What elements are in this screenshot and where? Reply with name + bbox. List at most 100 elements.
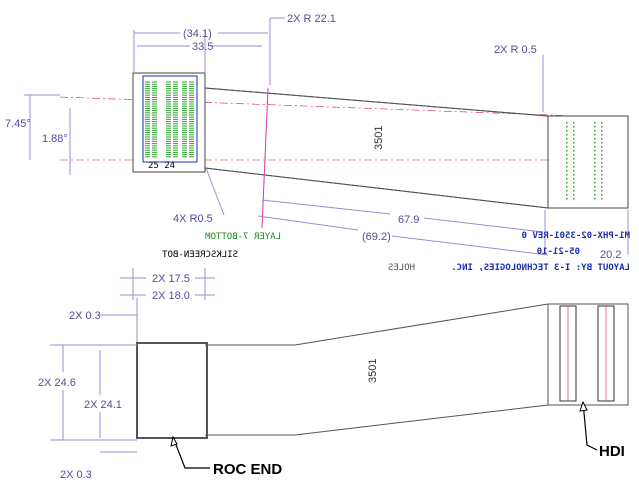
hdi-pad	[601, 186, 603, 188]
dim-r22-1: 2X R 22.1	[261, 13, 336, 229]
hdi-pad	[594, 158, 596, 160]
dim-24-1-label: 2X 24.1	[84, 399, 122, 411]
hdi-pad	[594, 162, 596, 164]
hdi-pad	[573, 138, 575, 140]
hdi-pad	[594, 186, 596, 188]
hdi-pad	[601, 182, 603, 184]
hdi-pad	[601, 194, 603, 196]
hdi-pad	[573, 142, 575, 144]
hdi-pad	[601, 162, 603, 164]
hdi-pad	[601, 170, 603, 172]
hdi-pad	[573, 122, 575, 124]
dim-34-1: (34.1)	[133, 28, 268, 72]
hdi-pad	[566, 130, 568, 132]
hdi-pad	[601, 158, 603, 160]
dim-67-9-label: 67.9	[398, 214, 419, 226]
dim-24-1: 2X 24.1	[84, 350, 122, 438]
angle-7-45: 7.45°	[5, 94, 60, 160]
hdi-pad	[573, 146, 575, 148]
hdi-pad	[573, 134, 575, 136]
hdi-pad	[566, 162, 568, 164]
dim-17-5-label: 2X 17.5	[152, 273, 190, 285]
angle-7-45-label: 7.45°	[5, 118, 31, 130]
dim-33-5: 33.5	[137, 41, 262, 53]
hdi-pads	[566, 122, 603, 200]
hdi-pad	[573, 162, 575, 164]
dim-67-9: 67.9	[261, 199, 544, 233]
hdi-pad	[573, 126, 575, 128]
hdi-pad	[566, 190, 568, 192]
part-number: M1-PHX-02-3501-REV 0	[522, 231, 630, 241]
hdi-pad	[601, 138, 603, 140]
chip-label: 25 24	[148, 161, 175, 171]
hdi-pad	[601, 166, 603, 168]
dim-18-0-label: 2X 18.0	[152, 290, 190, 302]
hdi-pad	[601, 150, 603, 152]
hdi-leader	[579, 400, 598, 451]
hdi-pad	[601, 142, 603, 144]
layout-by: LAYOUT BY: I-3 TECHNOLOGIES, INC.	[451, 263, 630, 273]
dim-4x-r0-5-label: 4X R0.5	[173, 213, 213, 225]
bottom-center-label: 3501	[367, 359, 379, 383]
dim-20-2-label: 20.2	[600, 249, 621, 261]
hdi-pad	[566, 174, 568, 176]
dim-34-1-label: (34.1)	[183, 28, 212, 40]
dim-33-5-label: 33.5	[192, 41, 213, 53]
hdi-pad	[601, 122, 603, 124]
hdi-pad	[601, 174, 603, 176]
bottom-cable-outline	[136, 303, 629, 439]
hdi-pad	[594, 122, 596, 124]
hdi-pad	[566, 186, 568, 188]
hdi-pad	[566, 178, 568, 180]
dim-17-5: 2X 17.5	[120, 268, 215, 300]
hdi-pad	[566, 170, 568, 172]
dim-r0-5: 2X R 0.5	[494, 44, 544, 112]
hdi-pad	[594, 138, 596, 140]
hdi-pad	[601, 154, 603, 156]
hdi-pad	[573, 154, 575, 156]
dim-r22-1-label: 2X R 22.1	[287, 13, 336, 25]
hdi-pad	[566, 122, 568, 124]
hdi-pad	[573, 186, 575, 188]
hdi-pad	[594, 174, 596, 176]
hdi-pad	[594, 134, 596, 136]
hdi-pad	[594, 146, 596, 148]
hdi-pad	[573, 158, 575, 160]
dim-24-6: 2X 24.6	[38, 344, 137, 441]
dim-4x-r0-5: 4X R0.5	[173, 167, 225, 225]
hdi-pad	[573, 170, 575, 172]
hdi-pad	[594, 142, 596, 144]
hdi-pad	[594, 154, 596, 156]
hdi-pad	[573, 182, 575, 184]
hdi-pad	[601, 134, 603, 136]
hdi-connector-top	[547, 115, 629, 209]
hdi-pad	[594, 190, 596, 192]
hdi-pad	[594, 198, 596, 200]
hdi-pad	[601, 146, 603, 148]
hdi-slots	[559, 305, 615, 402]
dim-18-0: 2X 18.0	[120, 290, 215, 302]
hdi-pad	[566, 126, 568, 128]
dim-0-3-top: 2X 0.3	[69, 298, 138, 342]
roc-end-leader	[170, 435, 210, 469]
dim-r0-5-label: 2X R 0.5	[494, 44, 537, 56]
layout-date: 05-21-10	[537, 247, 580, 257]
hdi-pad	[573, 178, 575, 180]
roc-end-label: ROC END	[213, 461, 282, 478]
dim-69-2-label: (69.2)	[362, 231, 391, 243]
hdi-pad	[566, 154, 568, 156]
hdi-pad	[566, 182, 568, 184]
layer-label: LAYER 7-BOTTOM	[205, 232, 281, 242]
hdi-pad	[594, 170, 596, 172]
hdi-pad	[566, 138, 568, 140]
hdi-pad	[594, 126, 596, 128]
hdi-pad	[566, 194, 568, 196]
angle-1-88: 1.88°	[42, 108, 71, 175]
hdi-pad	[594, 194, 596, 196]
hdi-pad	[566, 198, 568, 200]
hdi-pad	[573, 190, 575, 192]
angle-1-88-label: 1.88°	[42, 133, 68, 145]
dim-20-2: 20.2	[544, 210, 629, 261]
dim-69-2: (69.2)	[257, 215, 549, 256]
